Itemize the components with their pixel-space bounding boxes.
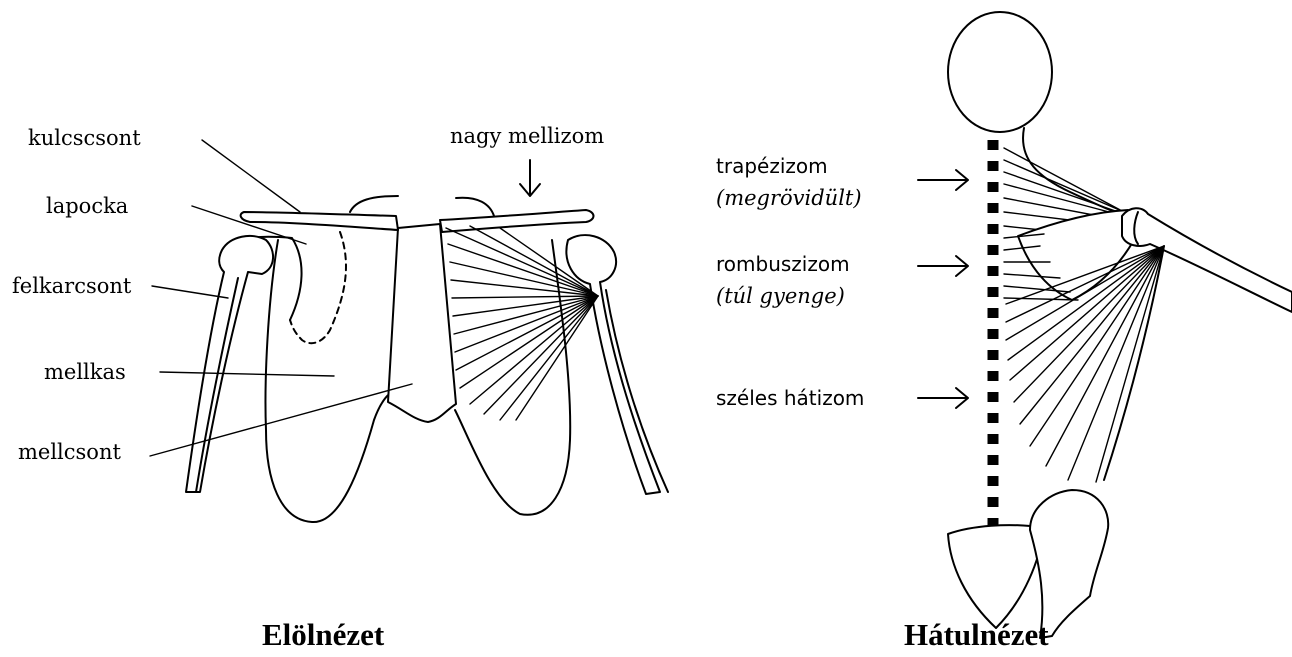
leader-clavicle — [202, 140, 300, 212]
label-trapezius-note: (megrövidült) — [716, 186, 862, 210]
leader-humerus — [152, 286, 228, 298]
humerus-right — [566, 235, 660, 494]
arrow-latissimus — [918, 388, 968, 408]
front-view — [150, 140, 668, 522]
label-latissimus: széles hátizom — [716, 386, 864, 410]
label-trapezius: trapézizom — [716, 154, 828, 178]
ilium — [1030, 490, 1108, 638]
sternum — [388, 224, 456, 422]
label-ribcage: mellkas — [44, 360, 126, 384]
leader-sternum — [150, 384, 412, 456]
label-rhomboid-note: (túl gyenge) — [716, 284, 845, 308]
caption-back: Hátulnézet — [904, 618, 1049, 652]
latissimus-edge — [1104, 246, 1164, 480]
back-view — [918, 12, 1292, 638]
label-scapula: lapocka — [46, 194, 128, 218]
sacrum — [948, 525, 1044, 628]
arrow-rhomboid — [918, 256, 968, 276]
label-pectoralis: nagy mellizom — [450, 124, 604, 148]
clavicle-left — [241, 212, 398, 230]
clavicle-right — [440, 210, 594, 232]
label-rhomboid: rombuszizom — [716, 252, 850, 276]
label-clavicle: kulcscsont — [28, 126, 141, 150]
caption-front: Elölnézet — [262, 618, 384, 652]
label-sternum: mellcsont — [18, 440, 121, 464]
head — [948, 12, 1052, 132]
label-humerus: felkarcsont — [12, 274, 131, 298]
humerus-left — [186, 236, 273, 492]
leader-ribcage — [160, 372, 334, 376]
pectoralis-arrow — [520, 160, 540, 196]
arrow-trapezius — [918, 170, 968, 190]
